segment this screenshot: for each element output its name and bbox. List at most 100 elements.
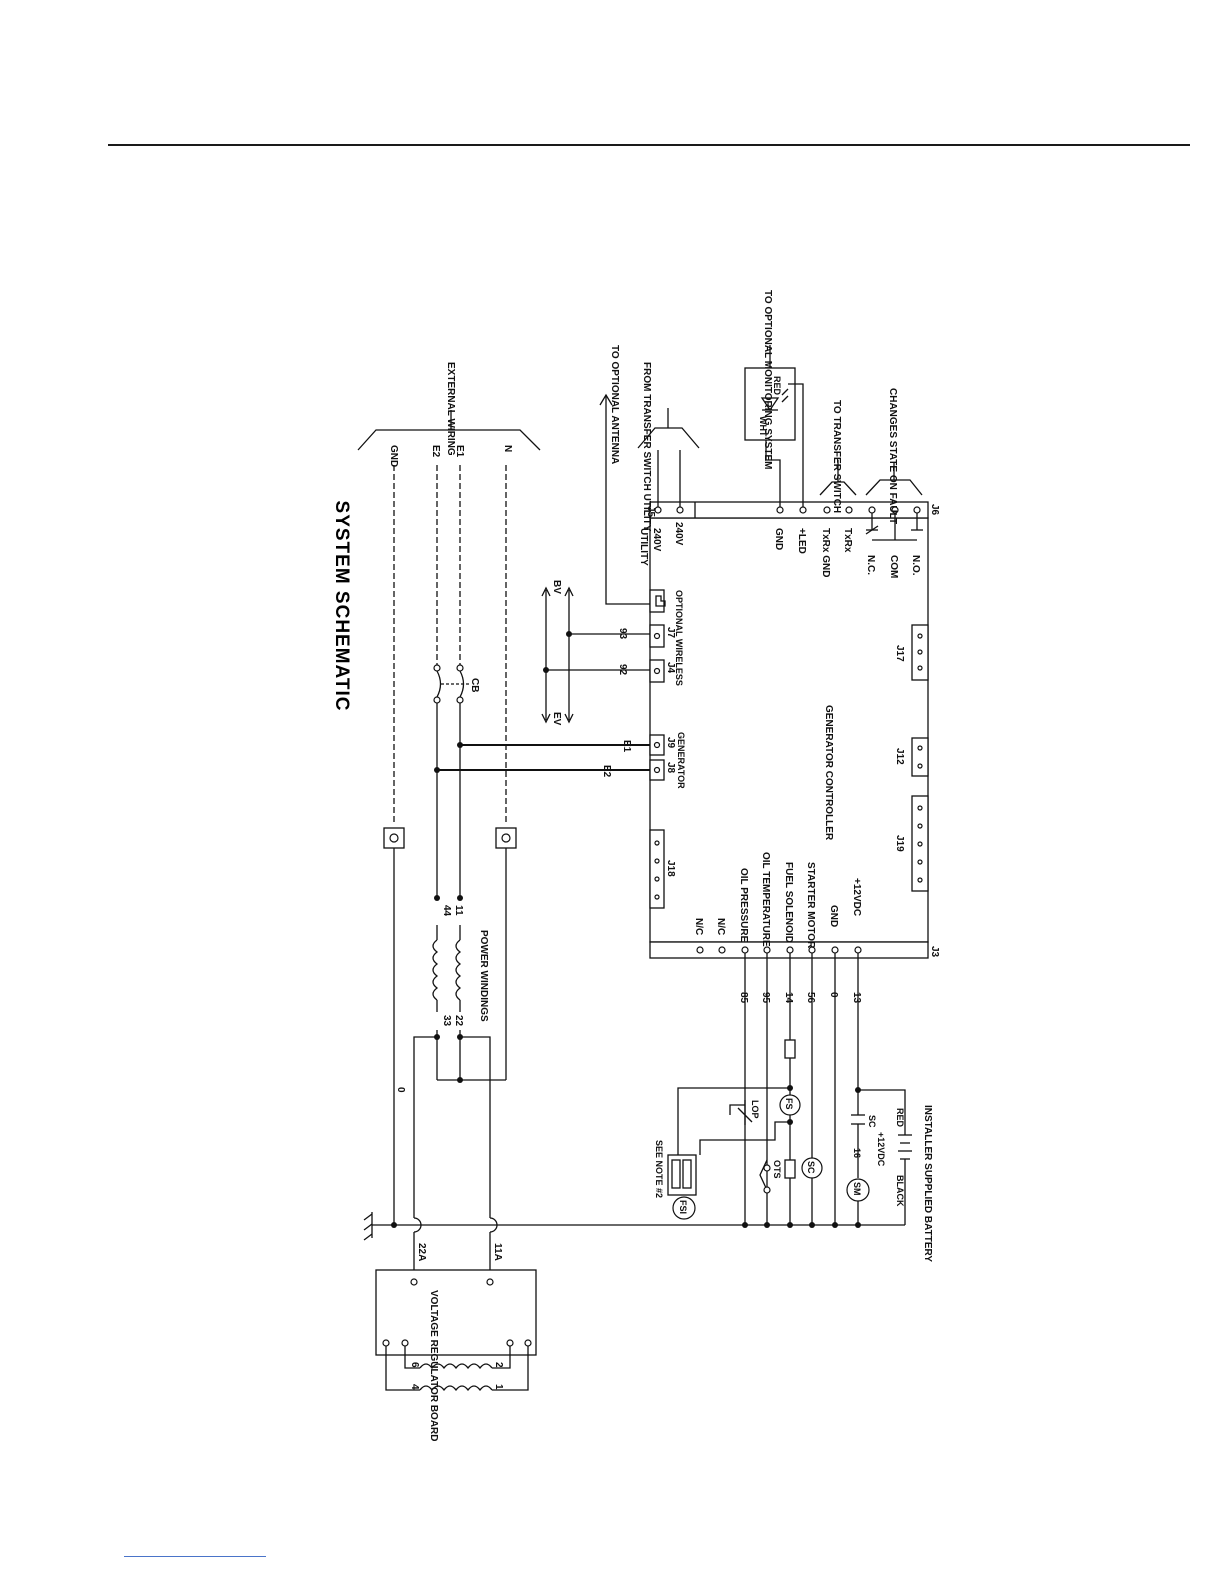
transfer-switch-utility: FROM TRANSFER SWITCH UTILITY bbox=[637, 362, 700, 532]
fsi-module: FSI SEE NOTE #2 bbox=[654, 1140, 697, 1220]
svg-text:N/C: N/C bbox=[693, 918, 704, 935]
generator-controller: GENERATOR CONTROLLER J5 J6 UTILITY 240V … bbox=[638, 501, 940, 959]
svg-text:95: 95 bbox=[760, 992, 771, 1004]
svg-text:93: 93 bbox=[617, 628, 628, 640]
header-rule bbox=[108, 144, 1190, 146]
antenna-connection: TO OPTIONAL ANTENNA bbox=[599, 345, 666, 607]
svg-text:14: 14 bbox=[783, 992, 794, 1004]
svg-text:J18: J18 bbox=[665, 860, 676, 877]
svg-text:J5: J5 bbox=[645, 506, 656, 518]
svg-text:N.C.: N.C. bbox=[865, 555, 876, 575]
external-wiring-label: EXTERNAL WIRING bbox=[445, 362, 456, 456]
battery-circuit: SC 16 SM INSTALLER SUPPLIED BATTERY RED … bbox=[846, 1087, 933, 1262]
svg-text:56: 56 bbox=[805, 992, 816, 1004]
svg-text:OTS: OTS bbox=[772, 1160, 782, 1179]
svg-text:LOP: LOP bbox=[750, 1100, 760, 1119]
svg-text:TxRx GND: TxRx GND bbox=[820, 528, 831, 577]
svg-text:J6: J6 bbox=[929, 504, 940, 516]
svg-text:33: 33 bbox=[441, 1015, 452, 1027]
external-wiring: EXTERNAL WIRING GND E2 E1 N bbox=[357, 362, 541, 467]
svg-text:BV: BV bbox=[551, 580, 562, 594]
svg-text:OPTIONAL WIRELESS: OPTIONAL WIRELESS bbox=[674, 590, 684, 686]
svg-text:WHT: WHT bbox=[758, 416, 768, 437]
svg-text:FSI: FSI bbox=[678, 1200, 688, 1214]
fault-output: CHANGES STATE ON FAULT bbox=[865, 388, 923, 524]
j18-connector bbox=[649, 829, 665, 909]
svg-text:FUEL SOLENOID: FUEL SOLENOID bbox=[783, 862, 794, 943]
j3-outgoing-wires: 13 0 56 14 95 85 bbox=[738, 953, 862, 1225]
svg-text:85: 85 bbox=[738, 992, 749, 1004]
ext-e1-label: E1 bbox=[454, 445, 465, 458]
svg-text:J9: J9 bbox=[665, 737, 676, 749]
svg-text:0: 0 bbox=[395, 1087, 406, 1093]
svg-text:FS: FS bbox=[784, 1098, 794, 1110]
e1-wire-label: E1 bbox=[621, 740, 632, 753]
fsi-icon bbox=[672, 1196, 696, 1220]
j12-connector bbox=[911, 737, 929, 777]
ext-gnd-label: GND bbox=[388, 445, 399, 467]
fuse-14 bbox=[784, 1039, 796, 1059]
svg-text:OIL TEMPERATURE: OIL TEMPERATURE bbox=[760, 852, 771, 947]
svg-text:J8: J8 bbox=[665, 762, 676, 774]
to-transfer-switch: TO TRANSFER SWITCH bbox=[819, 400, 857, 513]
svg-text:+12VDC: +12VDC bbox=[851, 878, 862, 916]
j5-j6-terminal-strip bbox=[649, 501, 929, 519]
svg-text:GND: GND bbox=[773, 528, 784, 550]
footer-link-rule bbox=[124, 1556, 266, 1557]
svg-text:BLACK: BLACK bbox=[895, 1175, 905, 1207]
svg-text:44: 44 bbox=[441, 905, 452, 917]
bv-ev-bus: BV EV 93 92 bbox=[541, 580, 650, 726]
svg-text:SEE NOTE #2: SEE NOTE #2 bbox=[654, 1140, 664, 1198]
svg-text:J19: J19 bbox=[894, 835, 905, 852]
svg-text:240V: 240V bbox=[651, 528, 662, 552]
svg-text:11A: 11A bbox=[492, 1243, 503, 1261]
fuse-ots bbox=[784, 1159, 796, 1179]
led-icon bbox=[760, 397, 780, 412]
oil-temperature-switch: OTS bbox=[759, 1159, 782, 1194]
schematic-title: SYSTEM SCHEMATIC bbox=[331, 501, 352, 712]
svg-text:16: 16 bbox=[852, 1148, 862, 1158]
svg-text:J17: J17 bbox=[894, 645, 905, 662]
e2-wire-label: E2 bbox=[601, 765, 612, 778]
svg-text:TO TRANSFER SWITCH: TO TRANSFER SWITCH bbox=[831, 400, 842, 513]
svg-text:TxRx: TxRx bbox=[842, 528, 853, 553]
svg-text:J4: J4 bbox=[665, 662, 676, 674]
svg-text:CHANGES STATE ON FAULT: CHANGES STATE ON FAULT bbox=[887, 388, 898, 524]
voltage-regulator-board: VOLTAGE REGULATOR BOARD 6 2 4 1 bbox=[375, 1269, 537, 1441]
svg-text:GENERATOR: GENERATOR bbox=[676, 732, 686, 789]
svg-text:TO OPTIONAL ANTENNA: TO OPTIONAL ANTENNA bbox=[609, 345, 620, 464]
controller-title: GENERATOR CONTROLLER bbox=[823, 705, 834, 841]
svg-text:INSTALLER SUPPLIED BATTERY: INSTALLER SUPPLIED BATTERY bbox=[922, 1105, 933, 1262]
ext-n-label: N bbox=[502, 445, 513, 452]
svg-text:OIL PRESSURE: OIL PRESSURE bbox=[738, 868, 749, 943]
svg-text:STARTER MOTOR: STARTER MOTOR bbox=[805, 862, 816, 949]
power-windings-label: POWER WINDINGS bbox=[478, 930, 489, 1022]
svg-text:RED: RED bbox=[895, 1108, 905, 1128]
svg-text:240V: 240V bbox=[673, 522, 684, 546]
svg-text:J12: J12 bbox=[894, 748, 905, 765]
svg-text:SM: SM bbox=[852, 1182, 862, 1196]
svg-text:11: 11 bbox=[453, 905, 464, 916]
monitoring-led: TO OPTIONAL MONITORING SYSTEM RED WHT bbox=[744, 290, 804, 507]
svg-text:22: 22 bbox=[453, 1015, 464, 1027]
svg-text:TO OPTIONAL MONITORING SYSTEM: TO OPTIONAL MONITORING SYSTEM bbox=[762, 290, 773, 469]
svg-text:N.O.: N.O. bbox=[910, 555, 921, 576]
svg-text:SC: SC bbox=[867, 1115, 877, 1128]
svg-text:+12VDC: +12VDC bbox=[876, 1132, 886, 1167]
ground-icon bbox=[363, 1212, 373, 1241]
low-oil-pressure-switch: LOP bbox=[729, 1100, 760, 1125]
svg-text:13: 13 bbox=[851, 992, 862, 1004]
cb-label: CB bbox=[469, 678, 480, 692]
fault-relay-contacts bbox=[865, 513, 923, 541]
svg-text:COM: COM bbox=[888, 555, 899, 578]
svg-text:SC: SC bbox=[806, 1161, 816, 1174]
svg-text:+LED: +LED bbox=[796, 528, 807, 554]
svg-text:RED: RED bbox=[772, 376, 782, 396]
ext-e2-label: E2 bbox=[430, 445, 441, 458]
svg-text:92: 92 bbox=[617, 664, 628, 676]
fuel-solenoid-icon bbox=[779, 1094, 801, 1116]
svg-text:GND: GND bbox=[828, 905, 839, 927]
circuit-breaker: CB bbox=[433, 664, 480, 704]
svg-text:J3: J3 bbox=[929, 946, 940, 958]
